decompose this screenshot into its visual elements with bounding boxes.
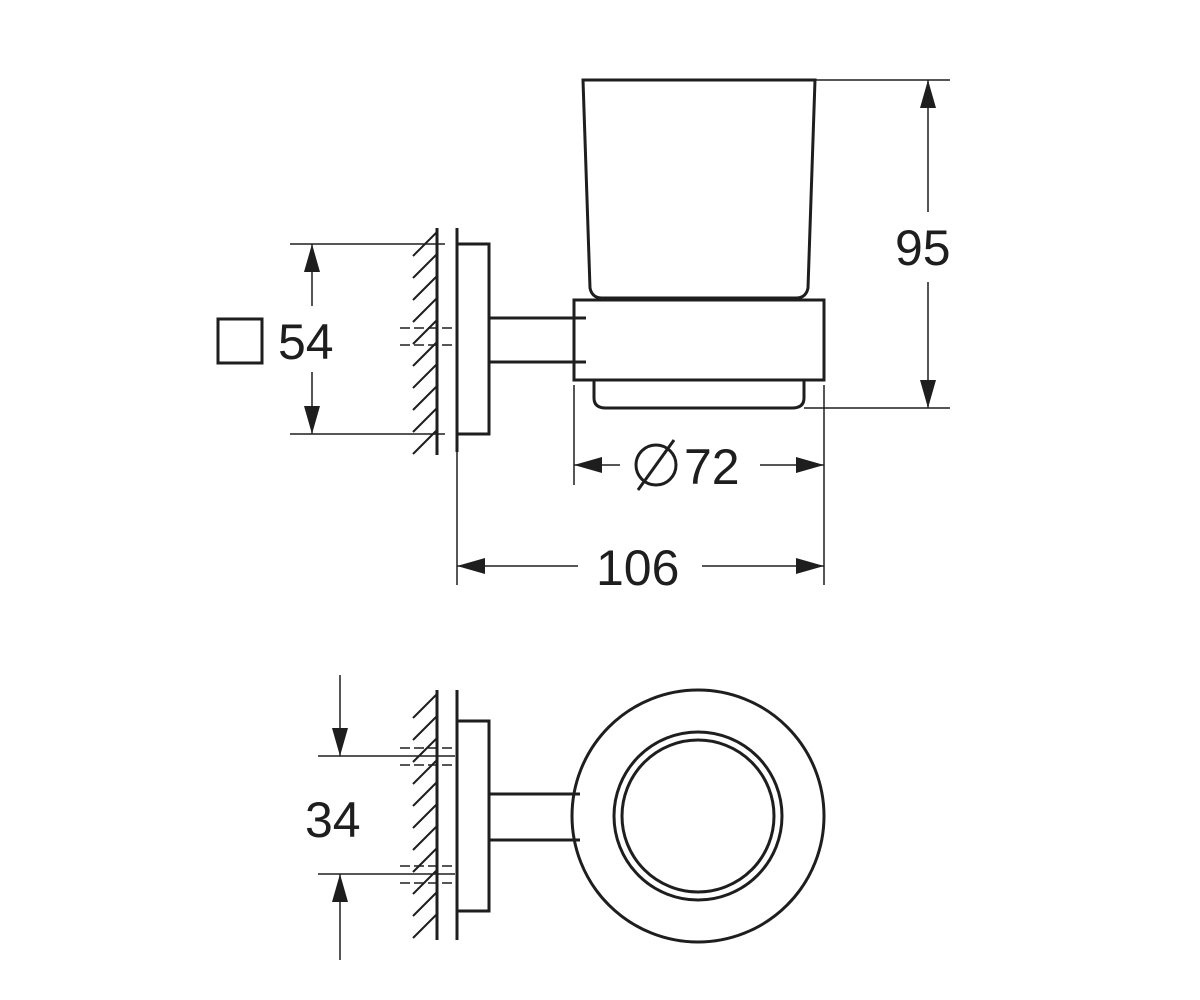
arm-top bbox=[489, 792, 580, 842]
top-view: 34 bbox=[305, 675, 826, 960]
hatch-line bbox=[412, 275, 438, 301]
dimension-34-label: 34 bbox=[305, 792, 361, 848]
hatch-line bbox=[412, 759, 438, 785]
hatch-line bbox=[412, 319, 438, 345]
square-symbol bbox=[216, 317, 264, 365]
dimension-72: 72 bbox=[573, 385, 825, 495]
wall-side bbox=[412, 228, 439, 455]
rosette-side bbox=[455, 242, 491, 436]
dimension-72-label: 72 bbox=[684, 439, 740, 495]
arm-side bbox=[489, 316, 574, 364]
dimension-54: 54 bbox=[216, 243, 445, 435]
hatch-line bbox=[412, 803, 438, 829]
screw-marks-top bbox=[400, 747, 455, 884]
dimension-106-label: 106 bbox=[596, 540, 679, 596]
hatch-line bbox=[412, 847, 438, 873]
hatch-line bbox=[412, 363, 438, 389]
rosette-top bbox=[455, 719, 491, 913]
dimension-95: 95 bbox=[804, 79, 951, 409]
wall-top bbox=[412, 690, 439, 940]
hatch-line bbox=[412, 781, 438, 807]
hatch-line bbox=[412, 715, 438, 741]
hatch-line bbox=[412, 693, 438, 719]
dimension-95-label: 95 bbox=[895, 220, 951, 276]
dimension-34: 34 bbox=[305, 675, 455, 960]
hatch-line bbox=[412, 825, 438, 851]
hatch-line bbox=[412, 341, 438, 367]
hatch-line bbox=[412, 385, 438, 411]
glass-cup-side bbox=[581, 78, 817, 410]
diameter-symbol bbox=[634, 439, 678, 491]
holder-side bbox=[572, 298, 826, 382]
side-view: 54 95 72 bbox=[216, 78, 951, 596]
hatch-line bbox=[412, 253, 438, 279]
hatch-line bbox=[412, 407, 438, 433]
hatch-line bbox=[412, 737, 438, 763]
dimension-54-label: 54 bbox=[278, 314, 334, 370]
hatch-line bbox=[412, 297, 438, 323]
dimension-106: 106 bbox=[456, 452, 825, 596]
hatch-line bbox=[412, 913, 438, 939]
screw-marks-side bbox=[400, 327, 455, 346]
hatch-line bbox=[412, 891, 438, 917]
holder-top bbox=[570, 688, 826, 944]
